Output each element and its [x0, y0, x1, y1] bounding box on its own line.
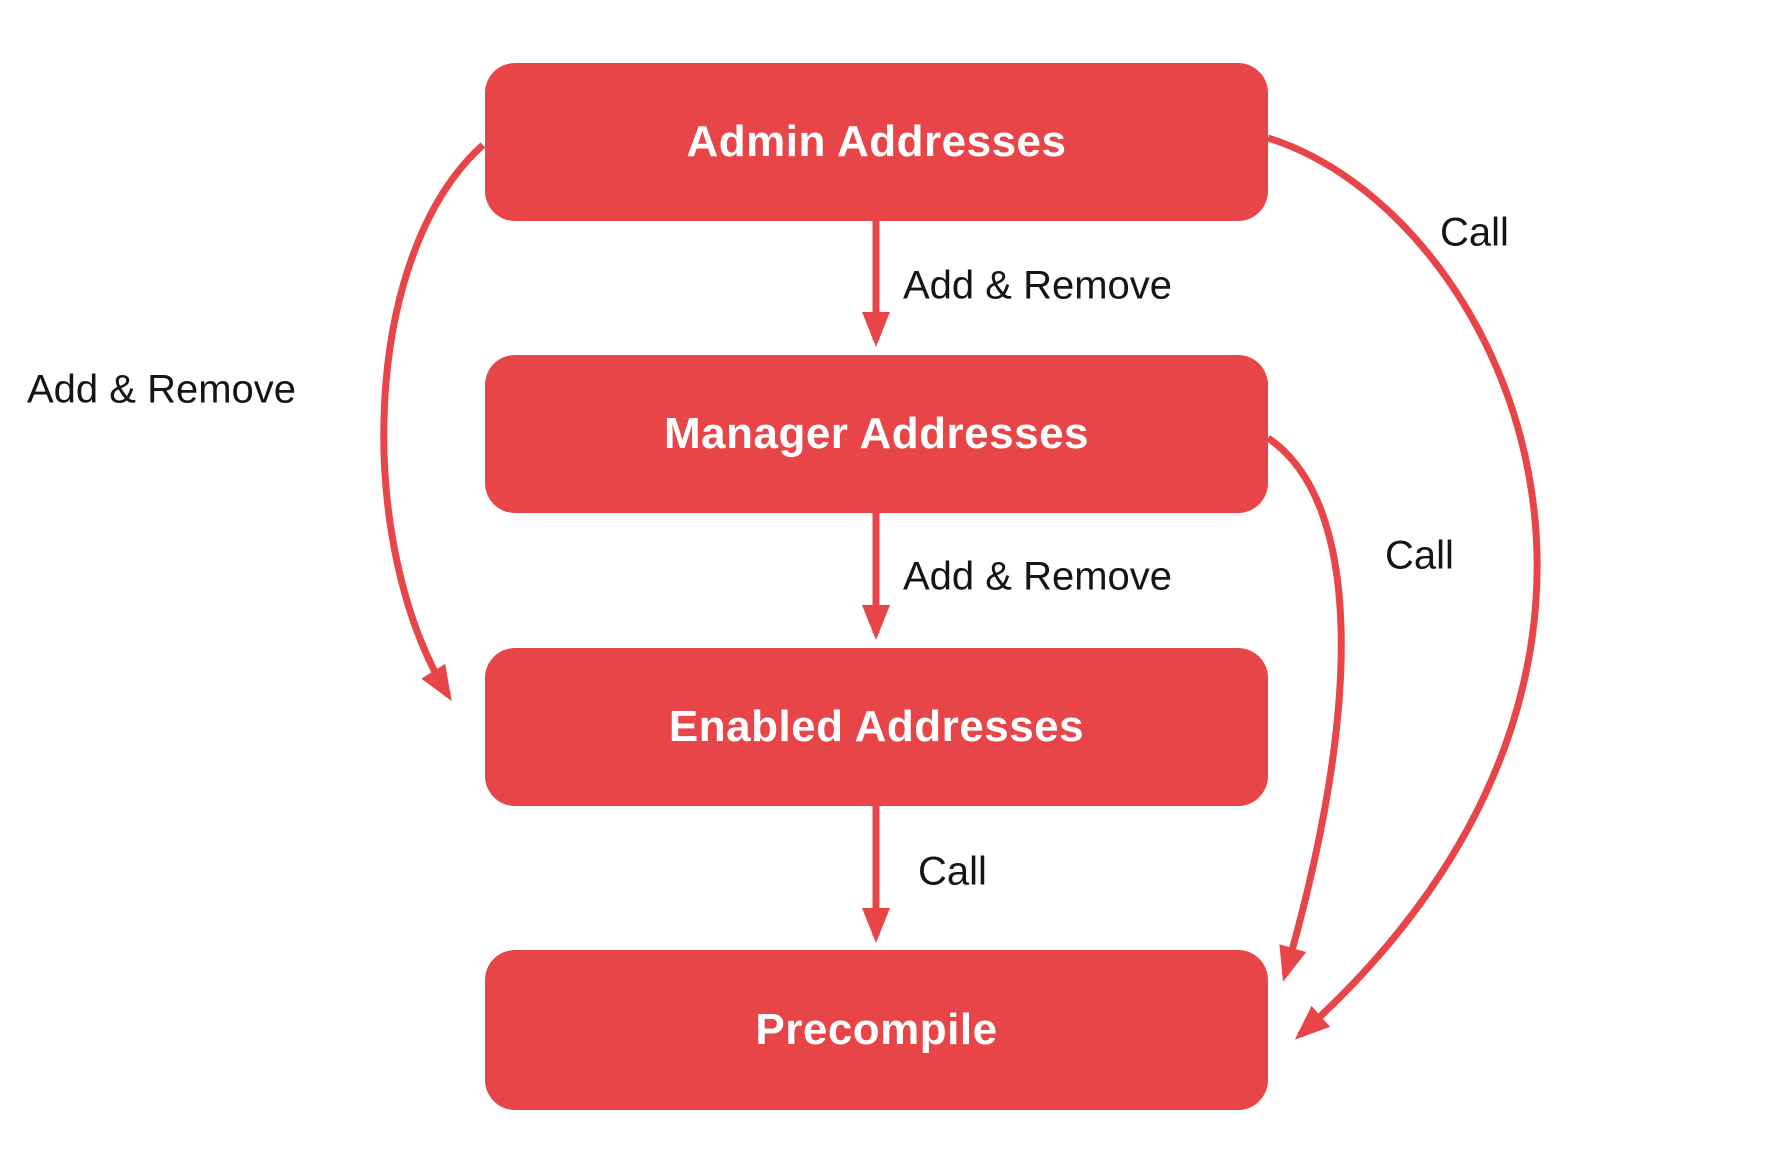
edge-label-admin-precompile: Call: [1440, 210, 1509, 255]
node-precompile-label: Precompile: [755, 1005, 998, 1054]
edge-admin-to-precompile-arrow: [1266, 134, 1541, 1040]
edge-label-admin-manager: Add & Remove: [903, 263, 1173, 308]
edge-label-manager-precompile: Call: [1385, 533, 1454, 578]
node-manager-addresses: Manager Addresses: [485, 355, 1268, 513]
node-admin-addresses: Admin Addresses: [485, 63, 1268, 221]
edge-label-admin-enabled: Add & Remove: [27, 367, 297, 412]
edge-manager-to-precompile-arrow: [1266, 435, 1345, 982]
node-admin-addresses-label: Admin Addresses: [686, 117, 1067, 166]
node-enabled-addresses: Enabled Addresses: [485, 648, 1268, 806]
edge-label-enabled-precompile: Call: [918, 849, 987, 894]
edge-admin-to-enabled-arrow: [380, 142, 486, 701]
node-manager-addresses-label: Manager Addresses: [663, 409, 1090, 458]
node-enabled-addresses-label: Enabled Addresses: [668, 702, 1085, 751]
edge-label-manager-enabled: Add & Remove: [903, 554, 1173, 599]
node-precompile: Precompile: [485, 950, 1268, 1110]
